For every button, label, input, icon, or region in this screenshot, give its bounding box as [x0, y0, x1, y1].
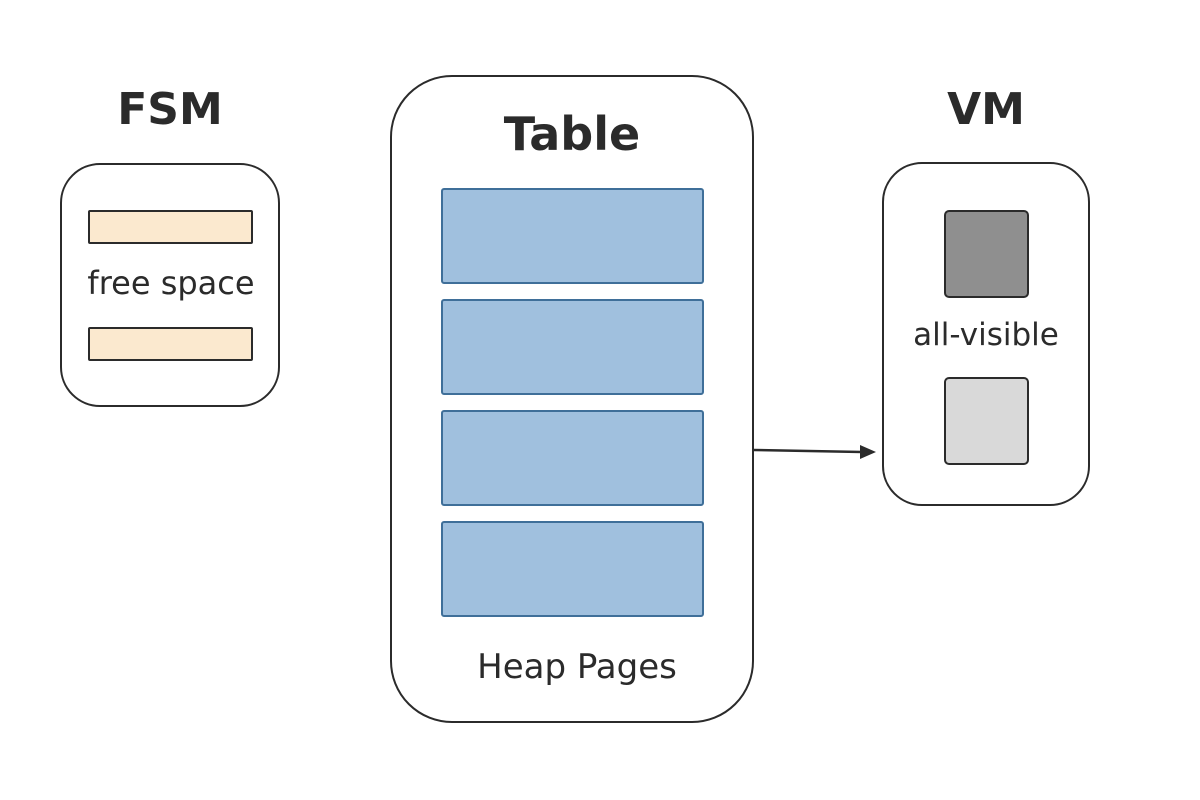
table-title: Table: [503, 107, 641, 161]
fsm-bar-top: [88, 210, 253, 244]
heap-page: [441, 188, 704, 284]
table-box: [390, 75, 754, 723]
fsm-label: free space: [87, 264, 255, 302]
arrow-line: [753, 448, 863, 454]
heap-page: [441, 299, 704, 395]
vm-square-light: [944, 377, 1029, 465]
vm-label: all-visible: [913, 317, 1059, 353]
fsm-bar-bottom: [88, 327, 253, 361]
heap-page: [441, 410, 704, 506]
vm-title: VM: [947, 84, 1025, 135]
fsm-box: [60, 163, 280, 407]
fsm-title: FSM: [117, 84, 223, 135]
heap-page: [441, 521, 704, 617]
vm-square-dark: [944, 210, 1029, 298]
arrow-head-icon: [860, 445, 876, 459]
table-label: Heap Pages: [477, 647, 677, 687]
